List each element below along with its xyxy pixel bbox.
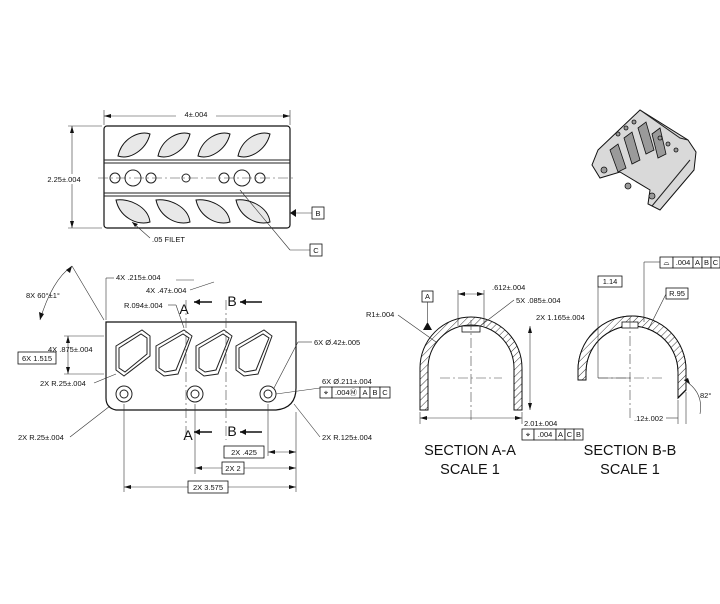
datum-ref-c-aa: C xyxy=(567,430,573,439)
position-symbol-aa: ⌖ xyxy=(526,430,531,439)
profile-datum-b: B xyxy=(704,258,709,267)
dimension-12: .12±.002 xyxy=(634,414,663,423)
datum-ref-a: A xyxy=(362,388,367,397)
section-bb-profile xyxy=(577,315,687,400)
section-aa-profile xyxy=(419,316,523,411)
profile-tolerance-frame: ⌓ .004 A B C xyxy=(659,256,720,269)
datum-ref-c: C xyxy=(382,388,388,397)
datum-ref-b: B xyxy=(372,388,377,397)
section-aa-view: A R1±.004 .612±.004 5X .085±.004 2X 1.16… xyxy=(366,283,585,478)
section-b-marker-top: B xyxy=(227,293,236,309)
section-aa-radius-note: R1±.004 xyxy=(366,310,394,319)
datum-ref-b-aa: B xyxy=(576,430,581,439)
profile-tolerance: .004 xyxy=(676,258,691,267)
fillet-note: .05 FILET xyxy=(152,235,185,244)
corner-radius-left-note: 2X R.25±.004 xyxy=(18,433,64,442)
small-radius-note: 2X R.25±.004 xyxy=(40,379,86,388)
slot-radius-note: R.094±.004 xyxy=(124,301,163,310)
position-symbol: ⌖ xyxy=(324,388,329,397)
top-view: 4±.004 2.25±.004 .05 FILET B C xyxy=(44,109,325,257)
top-view-upper-slots xyxy=(117,132,271,158)
basic-114-dimension: 1.14 xyxy=(603,277,618,286)
side-view-outline xyxy=(105,321,297,411)
slot-width-note: 4X .215±.004 xyxy=(116,273,161,282)
width-dimension: 4±.004 xyxy=(185,110,208,119)
angle-82: 82° xyxy=(700,391,711,400)
section-aa-title: SECTION A-A xyxy=(424,443,516,459)
slot-depth-note: 4X .47±.004 xyxy=(146,286,186,295)
dimension-425: 2X .425 xyxy=(231,448,257,457)
profile-symbol: ⌓ xyxy=(664,258,671,267)
corner-radius-right-note: 2X R.125±.004 xyxy=(322,433,372,442)
dimension-1165: 2X 1.165±.004 xyxy=(536,313,585,322)
position-tolerance: .004Ⓜ xyxy=(335,388,358,397)
slot-width-note-aa: 5X .085±.004 xyxy=(516,296,561,305)
section-bb-radius-note: R.95 xyxy=(669,289,685,298)
datum-c-flag: C xyxy=(313,246,319,255)
datum-a-flag: A xyxy=(425,292,430,301)
feature-control-frame-aa: ⌖ .004 A C B xyxy=(521,428,584,441)
thru-hole-note: 6X Ø.211±.004 xyxy=(322,377,372,386)
datum-b-flag: B xyxy=(315,209,320,218)
side-view-slots xyxy=(115,329,273,377)
profile-datum-a: A xyxy=(695,258,700,267)
dimension-3575: 2X 3.575 xyxy=(193,483,223,492)
slot-pitch-note: 4X .875±.004 xyxy=(48,345,93,354)
section-bb-view: 1.14 ⌓ .004 A B C R.95 .12±.002 82° xyxy=(577,256,720,478)
height-dimension: 2.25±.004 xyxy=(47,175,80,184)
section-bb-scale: SCALE 1 xyxy=(600,462,660,478)
section-a-marker-top: A xyxy=(179,301,189,317)
section-aa-scale: SCALE 1 xyxy=(440,462,500,478)
profile-datum-c: C xyxy=(713,258,719,267)
section-bb-title: SECTION B-B xyxy=(584,443,677,459)
side-view: A B A B 8X 60°±1° 4X .215±.004 4X .47±.0… xyxy=(17,265,391,494)
side-view-holes xyxy=(115,385,277,403)
dimension-201: 2.01±.004 xyxy=(524,419,557,428)
isometric-view xyxy=(591,109,697,211)
basic-1515-dimension: 6X 1.515 xyxy=(22,354,52,363)
position-tolerance-aa: .004 xyxy=(538,430,553,439)
top-view-lower-slots xyxy=(115,199,271,224)
dimension-2: 2X 2 xyxy=(225,464,240,473)
dimension-612: .612±.004 xyxy=(492,283,525,292)
feature-control-frame-holes: ⌖ .004Ⓜ A B C xyxy=(319,386,391,399)
top-view-holes xyxy=(109,169,266,187)
section-a-marker-bottom: A xyxy=(183,427,193,443)
hole-diameter-note: 6X Ø.42±.005 xyxy=(314,338,360,347)
datum-ref-a-aa: A xyxy=(558,430,563,439)
angle-note: 8X 60°±1° xyxy=(26,291,60,300)
section-b-marker-bottom: B xyxy=(227,423,236,439)
